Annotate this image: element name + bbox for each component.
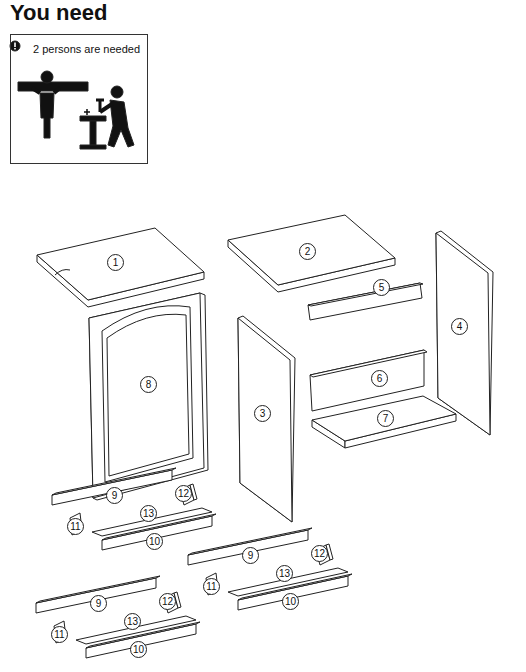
notice-box: 2 persons are needed [10,34,148,164]
callout-number: 11 [67,518,84,535]
callout-number: 12 [311,545,328,562]
drawer-part [86,624,196,658]
drawer-part [238,576,348,610]
callout-number: 3 [254,405,271,422]
callout-number: 9 [90,595,107,612]
callout-number: 2 [299,243,316,260]
heading: You need [10,0,107,26]
callout-number: 10 [146,533,163,550]
callout-number: 10 [130,641,147,658]
drawer-part [188,530,308,565]
drawer-part [102,516,212,550]
callout-number: 11 [51,626,68,643]
callout-number: 7 [377,410,394,427]
callout-number: 12 [175,485,192,502]
callout-number: 13 [140,505,157,522]
callout-number: 11 [203,578,220,595]
callout-number: 10 [282,593,299,610]
callout-number: 12 [159,593,176,610]
callout-number: 13 [124,613,141,630]
callout-number: 13 [276,565,293,582]
callout-number: 1 [107,254,124,271]
callout-number: 9 [106,487,123,504]
drawer-part [52,470,172,505]
callout-number: 8 [140,376,157,393]
callout-number: 9 [242,547,259,564]
callout-number: 6 [371,370,388,387]
callout-number: 4 [451,318,468,335]
callout-number: 5 [373,279,390,296]
drawer-part [36,578,156,613]
notice-text: 2 persons are needed [33,43,140,55]
